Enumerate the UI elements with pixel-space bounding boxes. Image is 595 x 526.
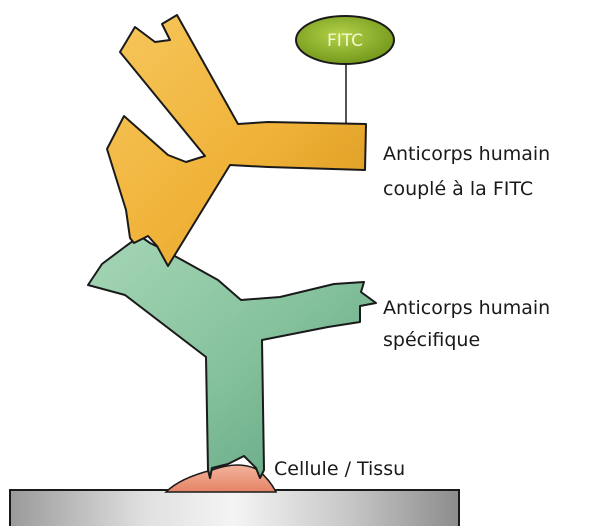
slide: [10, 490, 459, 526]
primary-antibody-label-line2: spécifique: [383, 329, 480, 351]
secondary-antibody-label-line1: Anticorps humain: [383, 143, 550, 165]
substrate-label: Cellule / Tissu: [274, 458, 405, 480]
secondary-antibody-label-line2: couplé à la FITC: [383, 178, 533, 200]
primary-antibody-label-line1: Anticorps humain: [383, 297, 550, 319]
primary-antibody: [88, 236, 376, 478]
fitc-label: FITC: [327, 31, 363, 51]
